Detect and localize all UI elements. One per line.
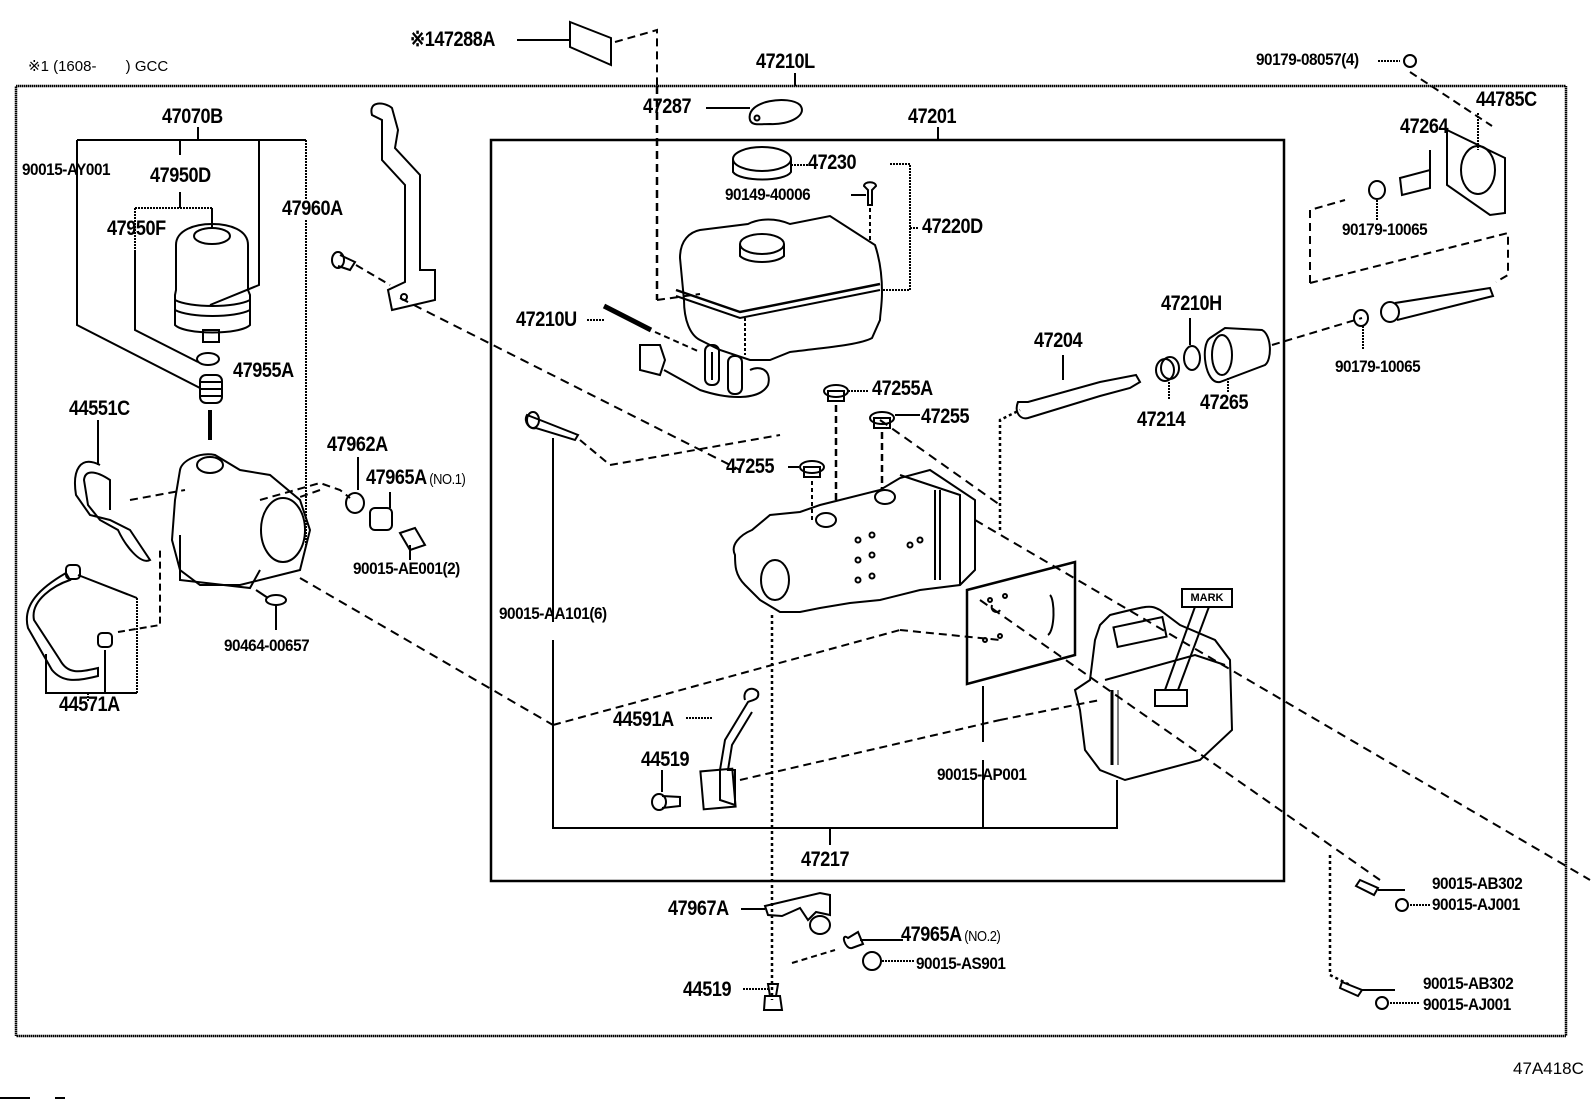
- part-label-47967A[interactable]: 47967A: [668, 897, 729, 920]
- part-label-47230[interactable]: 47230: [808, 151, 857, 174]
- part-label-47965A-no2[interactable]: 47965A(NO.2): [901, 923, 1001, 948]
- part-label-90015-AE001[interactable]: 90015-AE001(2): [353, 559, 460, 578]
- part-label-44571A[interactable]: 44571A: [59, 693, 120, 716]
- part-label-47214[interactable]: 47214: [1137, 408, 1186, 431]
- flange-44785C-shape: [1446, 128, 1506, 217]
- part-label-90015-AA101[interactable]: 90015-AA101(6): [499, 604, 607, 623]
- part-label-44519-outer[interactable]: 44519: [683, 978, 732, 1001]
- part-label-47220D[interactable]: 47220D: [922, 215, 983, 238]
- plug-47255-lower-shape: [788, 460, 825, 520]
- plug-47255A-shape: [823, 384, 868, 500]
- ecu-module-shape: [1073, 605, 1234, 782]
- outer-frame: [14, 84, 1568, 1038]
- gasket-plate-shape: [965, 560, 1077, 686]
- part-label-90015-AY001[interactable]: 90015-AY001: [22, 160, 111, 179]
- note-prefix: ※1: [28, 58, 49, 75]
- actuator-body-shape: [732, 468, 976, 613]
- plug-47255-upper-shape: [869, 411, 920, 490]
- part-label-90015-AB302-lower[interactable]: 90015-AB302: [1423, 974, 1514, 993]
- sensor-bracket-shape: [719, 687, 760, 807]
- lower-bracket-shape: [763, 891, 831, 922]
- part-label-44785C[interactable]: 44785C: [1476, 88, 1537, 111]
- part-label-47217[interactable]: 47217: [801, 848, 850, 871]
- part-label-90464-00657[interactable]: 90464-00657: [224, 636, 310, 655]
- part-label-90179-10065-upper[interactable]: 90179-10065: [1342, 220, 1428, 239]
- accumulator-shape: [174, 222, 251, 334]
- part-label-90149-40006[interactable]: 90149-40006: [725, 185, 811, 204]
- part-label-47962A[interactable]: 47962A: [327, 433, 388, 456]
- part-label-47950F[interactable]: 47950F: [107, 217, 166, 240]
- part-label-44519-inner[interactable]: 44519: [641, 748, 690, 771]
- inner-frame-47201: [489, 138, 1286, 883]
- part-label-47201[interactable]: 47201: [908, 105, 957, 128]
- bracket-47960A-shape: [370, 102, 436, 312]
- part-label-47255-upper[interactable]: 47255: [921, 405, 970, 428]
- part-variant: (NO.1): [429, 471, 466, 488]
- part-label-90015-AB302-upper[interactable]: 90015-AB302: [1432, 874, 1523, 893]
- applicability-note: ※1 (1608- ) GCC: [28, 56, 168, 78]
- reservoir-cap-shape: [732, 146, 792, 172]
- mark-tag: MARK: [1181, 588, 1233, 608]
- note-range-end: ): [125, 58, 131, 75]
- note-region: GCC: [134, 58, 169, 75]
- reservoir-tank-shape: [678, 214, 884, 361]
- part-label-47960A[interactable]: 47960A: [282, 197, 343, 220]
- part-label-47210H[interactable]: 47210H: [1161, 292, 1222, 315]
- group-bracket-47070B: [76, 140, 201, 389]
- part-label-47950D[interactable]: 47950D: [150, 164, 211, 187]
- part-label-90015-AP001[interactable]: 90015-AP001: [937, 765, 1027, 784]
- part-label-44591A[interactable]: 44591A: [613, 708, 674, 731]
- part-label-47210L[interactable]: 47210L: [756, 50, 815, 73]
- part-label-47070B[interactable]: 47070B: [162, 105, 223, 128]
- gasket-47287-shape: [748, 99, 803, 126]
- part-variant: (NO.2): [964, 928, 1001, 945]
- part-label-47204[interactable]: 47204: [1034, 329, 1083, 352]
- part-label-147288A[interactable]: ※147288A: [410, 28, 496, 51]
- note-range: (1608-: [53, 58, 97, 75]
- part-label-47264[interactable]: 47264: [1400, 115, 1449, 138]
- part-number: 47965A: [366, 466, 427, 489]
- part-number: 47965A: [901, 923, 962, 946]
- part-label-90015-AJ001-upper[interactable]: 90015-AJ001: [1432, 895, 1520, 914]
- part-label-47965A-no1[interactable]: 47965A(NO.1): [366, 466, 466, 491]
- piston-rod-shape: [1015, 373, 1142, 420]
- part-label-47955A[interactable]: 47955A: [233, 359, 294, 382]
- part-label-47265[interactable]: 47265: [1200, 391, 1249, 414]
- part-label-90179-10065-lower[interactable]: 90179-10065: [1335, 357, 1421, 376]
- label-plate-part: [517, 20, 701, 301]
- figure-code: 47A418C: [1513, 1059, 1584, 1078]
- pump-motor-shape: [170, 453, 312, 586]
- hose-44571A-shape: [25, 571, 99, 681]
- part-label-47255-lower[interactable]: 47255: [726, 455, 775, 478]
- part-label-47287[interactable]: 47287: [643, 95, 692, 118]
- boot-47265-shape: [1203, 326, 1271, 384]
- part-label-90015-AJ001-lower[interactable]: 90015-AJ001: [1423, 995, 1511, 1014]
- part-label-90015-AS901[interactable]: 90015-AS901: [916, 954, 1006, 973]
- part-label-47255A[interactable]: 47255A: [872, 377, 933, 400]
- part-label-90179-08057[interactable]: 90179-08057(4): [1256, 50, 1359, 69]
- part-label-44551C[interactable]: 44551C: [69, 397, 130, 420]
- part-label-47210U[interactable]: 47210U: [516, 308, 577, 331]
- pipe-44551C-shape: [74, 460, 152, 562]
